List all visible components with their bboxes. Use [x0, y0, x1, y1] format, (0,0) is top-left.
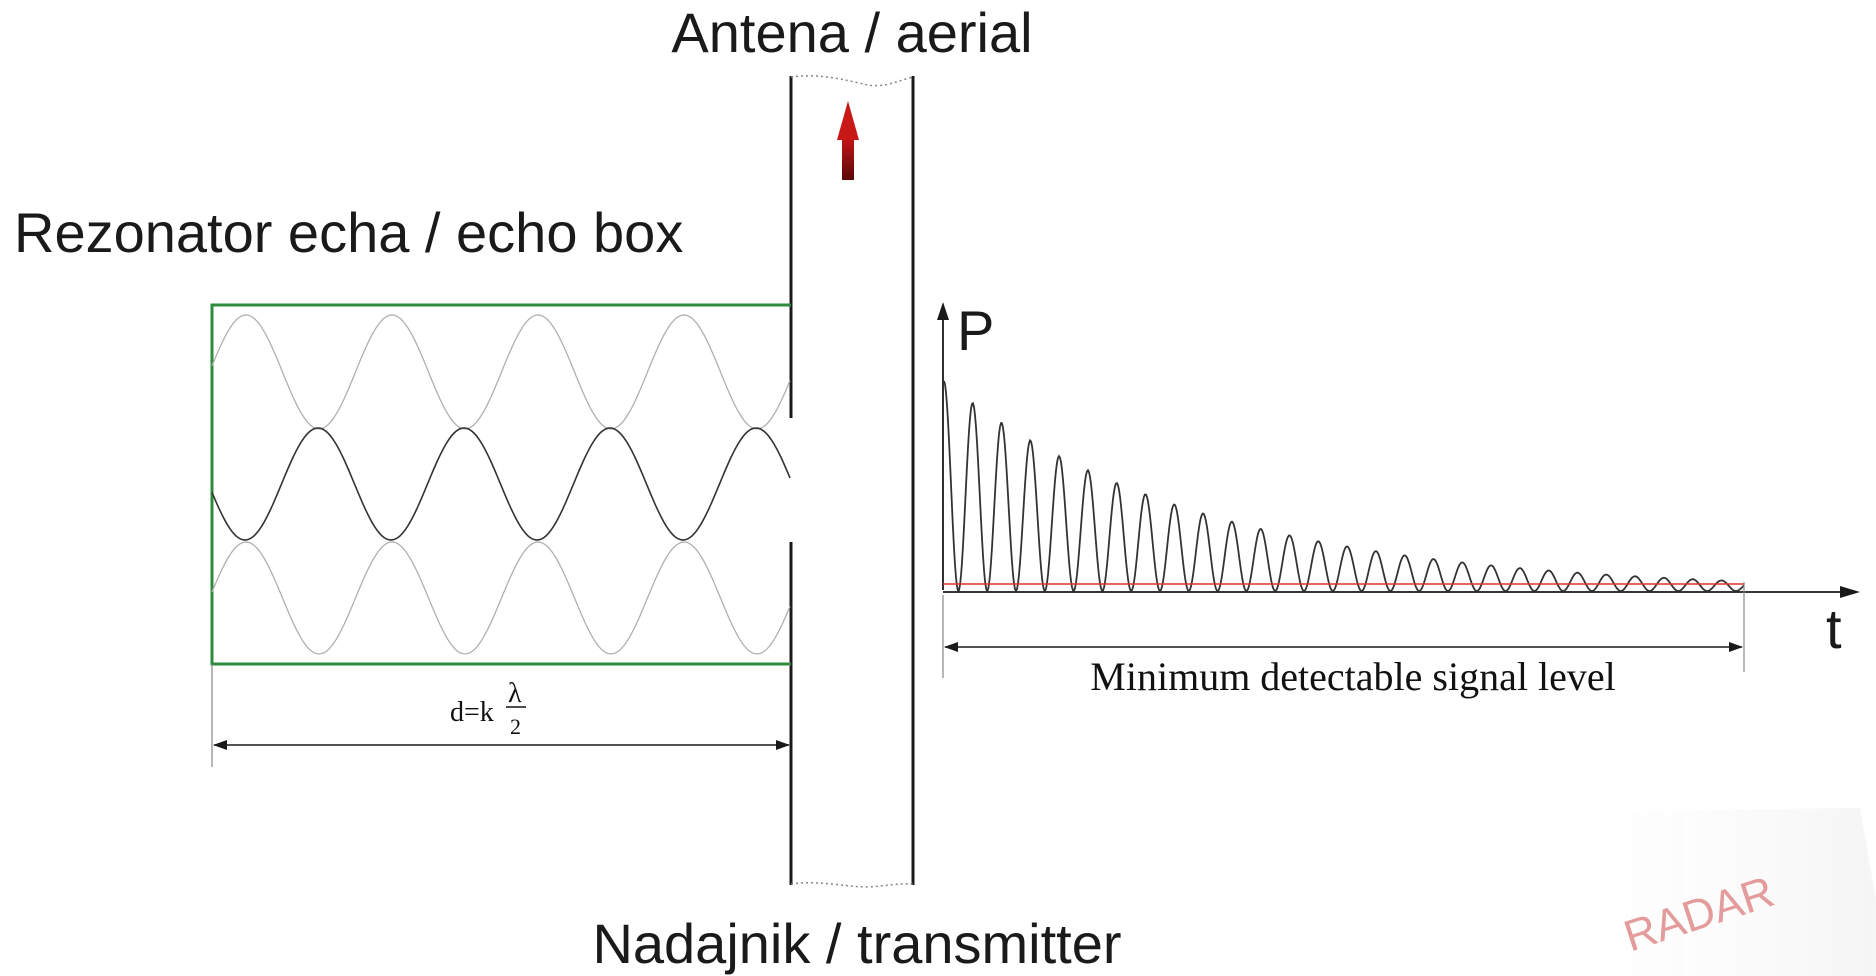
t-axis-label: t: [1826, 597, 1842, 660]
antenna-title: Antena / aerial: [671, 1, 1032, 64]
t-axis-arrowhead: [1840, 586, 1860, 598]
standing-wave-lower: [211, 541, 791, 655]
dimension-arrowhead-right: [776, 740, 790, 750]
span-arrowhead-left: [944, 642, 958, 652]
span-arrowhead-right: [1729, 642, 1743, 652]
standing-wave-upper: [211, 314, 791, 430]
radar-watermark-logo: RADAR: [1500, 808, 1876, 976]
echo-box: [210, 303, 791, 666]
distance-dimension: d=k λ 2: [211, 664, 790, 767]
decaying-oscillation: [943, 380, 1745, 593]
p-axis-label: P: [957, 299, 994, 362]
waveguide-bottom-break: [790, 882, 914, 888]
min-signal-label: Minimum detectable signal level: [1090, 654, 1615, 699]
up-arrow-icon: [837, 101, 859, 180]
echo-box-border: [210, 303, 791, 666]
transmitter-title: Nadajnik / transmitter: [592, 912, 1121, 975]
lambda-symbol: λ: [508, 678, 522, 709]
dimension-arrowhead-left: [213, 740, 227, 750]
denominator-two: 2: [510, 714, 521, 739]
waveguide-top-break: [790, 75, 914, 87]
standing-wave-middle: [211, 427, 791, 541]
watermark-shape: [1500, 808, 1876, 976]
distance-formula: d=k: [450, 697, 494, 728]
echo-box-title: Rezonator echa / echo box: [14, 201, 683, 264]
p-axis-arrowhead: [937, 302, 949, 320]
decay-plot: P t Minimum detectable signal level: [937, 299, 1860, 699]
waveguide: [789, 75, 915, 888]
